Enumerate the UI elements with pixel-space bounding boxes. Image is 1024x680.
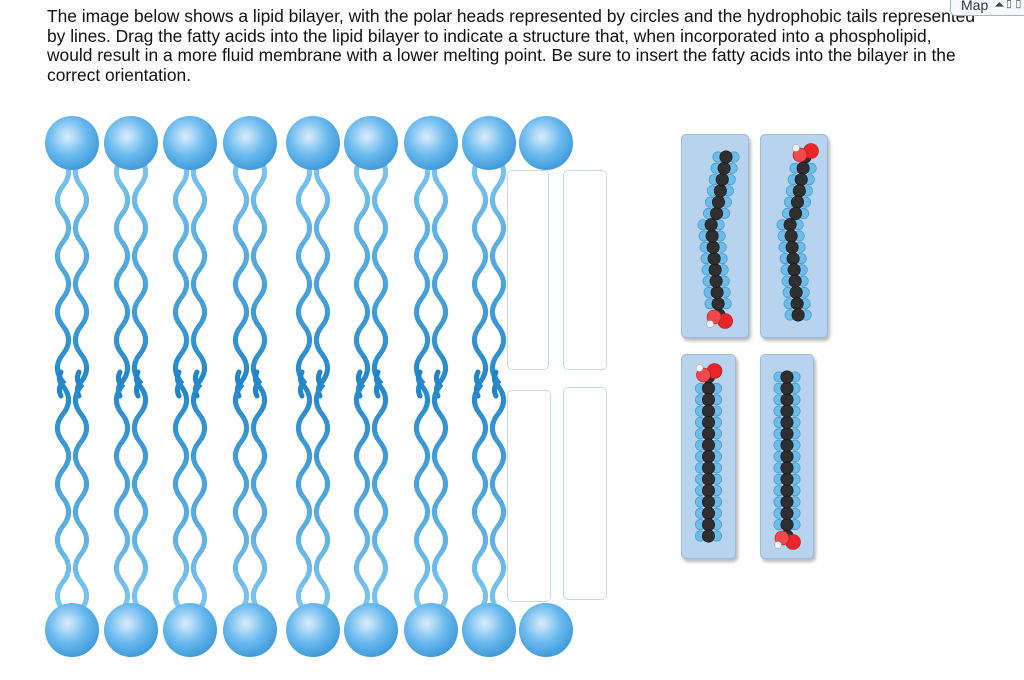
lipid-tail-bottom (295, 369, 313, 613)
polar-head-bottom (45, 603, 99, 657)
drop-slot-bottom-2[interactable] (563, 387, 607, 600)
polar-head-bottom (286, 603, 340, 657)
lipid-tail-top (413, 155, 431, 399)
lipid-tail-bottom (471, 369, 489, 613)
polar-head-bottom (223, 603, 277, 657)
polar-head-bottom-empty (519, 603, 573, 657)
lipid-tail-top (232, 155, 250, 399)
lipid-tail-bottom (172, 369, 190, 613)
polar-head-top (404, 116, 458, 170)
lipid-tail-bottom (431, 369, 449, 613)
lipid-tail-bottom (232, 369, 250, 613)
polar-head-top (462, 116, 516, 170)
lipid-tail-top (113, 155, 131, 399)
lipid-tail-bottom (54, 369, 72, 613)
lipid-tail-bottom (489, 369, 507, 613)
lipid-tail-top (371, 155, 389, 399)
drop-slot-bottom-1[interactable] (507, 390, 551, 602)
fatty-acid-card-unsaturated-1[interactable] (681, 134, 749, 338)
lipid-tail-top (190, 155, 208, 399)
lipid-tail-bottom (413, 369, 431, 613)
lipid-tail-top (295, 155, 313, 399)
lipid-tail-top (313, 155, 331, 399)
lipid-tail-bottom (250, 369, 268, 613)
polar-head-top-empty (519, 116, 573, 170)
map-button-label: Map (961, 0, 989, 13)
lipid-tail-bottom (371, 369, 389, 613)
polar-head-bottom (344, 603, 398, 657)
lipid-tail-top (54, 155, 72, 399)
fatty-acid-molecule (697, 150, 740, 329)
map-button[interactable]: Map ⏶▯▯ (950, 0, 1024, 16)
instructions-text: The image below shows a lipid bilayer, w… (47, 6, 976, 85)
polar-head-top (45, 116, 99, 170)
fatty-acid-card-saturated-2[interactable] (760, 354, 814, 559)
lipid-tail-bottom (72, 369, 90, 613)
polar-head-top (163, 116, 217, 170)
polar-head-bottom (404, 603, 458, 657)
lipid-tail-top (489, 155, 507, 399)
lipid-tail-top (471, 155, 489, 399)
lipid-tail-bottom (353, 369, 371, 613)
lipid-tail-top (131, 155, 149, 399)
lipid-tail-bottom (131, 369, 149, 613)
polar-head-top (286, 116, 340, 170)
fatty-acid-molecule (773, 370, 801, 550)
polar-head-bottom (104, 603, 158, 657)
polar-head-top (104, 116, 158, 170)
polar-head-bottom (462, 603, 516, 657)
lipid-tail-top (353, 155, 371, 399)
fatty-acid-card-unsaturated-2[interactable] (760, 134, 828, 338)
drop-slot-top-2[interactable] (563, 170, 607, 370)
map-icon: ⏶▯▯ (994, 0, 1023, 12)
fatty-acid-molecule (776, 143, 819, 322)
polar-head-top (344, 116, 398, 170)
lipid-tail-bottom (313, 369, 331, 613)
lipid-tail-top (250, 155, 268, 399)
lipid-tail-bottom (190, 369, 208, 613)
polar-head-bottom (163, 603, 217, 657)
lipid-tail-top (72, 155, 90, 399)
lipid-bilayer (45, 116, 573, 657)
fatty-acid-card-saturated-1[interactable] (681, 354, 736, 559)
lipid-tail-top (431, 155, 449, 399)
lipid-tail-top (172, 155, 190, 399)
fatty-acid-molecule (695, 363, 723, 543)
polar-head-top (223, 116, 277, 170)
drop-slot-top-1[interactable] (507, 170, 549, 370)
lipid-tail-bottom (113, 369, 131, 613)
